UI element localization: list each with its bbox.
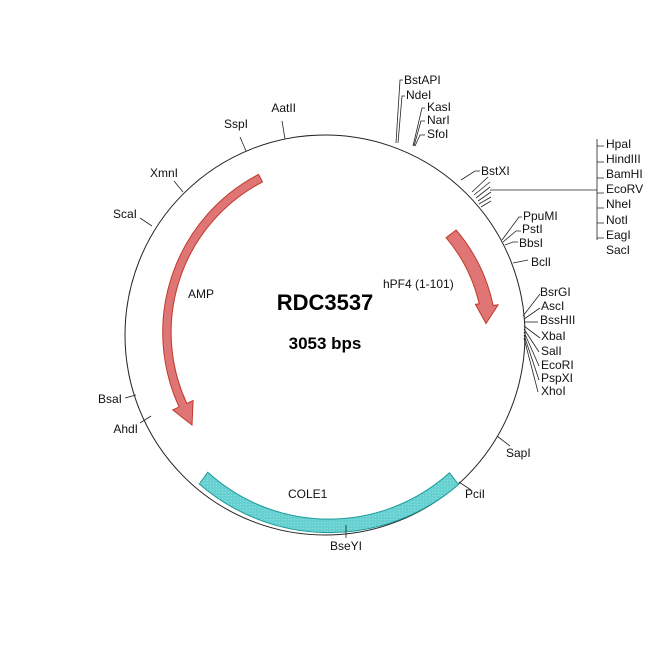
- site-leader: [523, 325, 541, 339]
- site-leader: [139, 415, 152, 424]
- site-leader: [458, 481, 472, 491]
- site-leader: [412, 107, 425, 147]
- site-group-mcs: HpaI HindIII BamHI EcoRV NheI NotI EagI …: [471, 137, 643, 257]
- site-leader: [239, 136, 247, 152]
- site-label-eagi: EagI: [606, 228, 631, 242]
- site-label-asci: AscI: [541, 299, 564, 313]
- site-leader: [473, 181, 491, 196]
- insert-arrow: [445, 229, 500, 325]
- site-leader: [460, 170, 480, 181]
- site-leader: [523, 307, 541, 320]
- site-label-bcli: BclI: [531, 255, 551, 269]
- site-leader: [597, 145, 604, 239]
- site-group-ahdi: AhdI: [113, 415, 152, 436]
- site-label-hpai: HpaI: [606, 137, 631, 151]
- site-label-scai: ScaI: [113, 207, 137, 221]
- site-leader: [523, 328, 540, 353]
- plasmid-size: 3053 bps: [289, 334, 362, 353]
- site-leader: [478, 196, 492, 205]
- site-leader: [504, 241, 518, 246]
- site-leader: [523, 334, 540, 381]
- site-leader: [395, 79, 403, 144]
- site-label-xmni: XmnI: [150, 166, 178, 180]
- site-group-pcii: PciI: [458, 481, 485, 501]
- cole1-label: COLE1: [288, 487, 328, 501]
- site-label-psti: PstI: [522, 222, 543, 236]
- site-group-xmni: XmnI: [150, 166, 184, 193]
- site-label-sapi: SapI: [506, 446, 531, 460]
- amp-label: AMP: [188, 287, 214, 301]
- site-label-nhei: NheI: [606, 197, 631, 211]
- site-label-pcii: PciI: [465, 487, 485, 501]
- site-leader: [501, 216, 522, 241]
- site-leader: [397, 95, 405, 144]
- site-label-bseyi: BseYI: [330, 539, 362, 553]
- site-group-sspi: SspI: [224, 117, 248, 152]
- site-leader: [414, 134, 425, 147]
- site-label-bstxi: BstXI: [481, 164, 510, 178]
- site-group-kasi: KasI NarI SfoI: [412, 100, 451, 147]
- site-label-bsrgi: BsrGI: [540, 285, 571, 299]
- site-leader: [413, 120, 425, 147]
- amp-feature: AMP: [162, 173, 264, 426]
- site-leader: [281, 120, 286, 140]
- site-label-xhoi: XhoI: [541, 384, 566, 398]
- insert-label: hPF4 (1-101): [383, 277, 454, 291]
- site-group-bseyi: BseYI: [330, 525, 362, 553]
- site-label-sspi: SspI: [224, 117, 248, 131]
- site-label-ppumi: PpuMI: [523, 209, 558, 223]
- amp-arrow: [162, 173, 264, 426]
- site-leader: [502, 230, 521, 243]
- site-label-ahdi: AhdI: [113, 422, 138, 436]
- site-group-sapi: SapI: [496, 435, 531, 460]
- site-label-nari: NarI: [427, 113, 450, 127]
- site-label-ndei: NdeI: [406, 88, 431, 102]
- site-label-bsai: BsaI: [98, 392, 122, 406]
- cole1-feature: COLE1: [198, 471, 460, 534]
- site-label-bstapi: BstAPI: [404, 73, 441, 87]
- site-label-ecorv: EcoRV: [606, 182, 643, 196]
- site-leader: [512, 259, 529, 264]
- site-label-hindiii: HindIII: [606, 152, 641, 166]
- site-label-sfoi: SfoI: [427, 127, 448, 141]
- site-label-saci: SacI: [606, 243, 630, 257]
- site-group-aatii: AatII: [271, 101, 296, 140]
- site-label-bamhi: BamHI: [606, 167, 643, 181]
- site-label-aatii: AatII: [271, 101, 296, 115]
- site-label-pspxi: PspXI: [541, 371, 573, 385]
- plasmid-name: RDC3537: [277, 290, 374, 315]
- site-label-bbsi: BbsI: [519, 236, 543, 250]
- site-label-bsshii: BssHII: [540, 313, 575, 327]
- site-group-scai: ScaI: [113, 207, 153, 227]
- site-leader: [522, 293, 541, 317]
- cole1-band: [198, 471, 460, 534]
- site-group-bstapi-ndei: BstAPI NdeI: [395, 73, 441, 144]
- site-leader: [475, 186, 491, 199]
- site-leader: [139, 217, 153, 227]
- site-label-ecori: EcoRI: [541, 358, 574, 372]
- site-leader: [480, 200, 492, 208]
- site-leader: [496, 435, 511, 447]
- site-leader: [523, 337, 539, 393]
- site-leader: [477, 191, 492, 202]
- site-leader: [471, 176, 489, 193]
- site-group-bcli: BclI: [512, 255, 551, 269]
- site-group-bsai: BsaI: [98, 392, 137, 406]
- site-label-sali: SalI: [541, 344, 562, 358]
- site-leader: [173, 180, 184, 193]
- site-group-ppumi: PpuMI PstI BbsI: [501, 209, 558, 250]
- site-leader: [523, 331, 540, 367]
- site-group-bstxi: BstXI: [460, 164, 510, 181]
- site-label-noti: NotI: [606, 213, 628, 227]
- insert-feature: hPF4 (1-101): [383, 229, 500, 325]
- site-label-kasi: KasI: [427, 100, 451, 114]
- site-label-xbai: XbaI: [541, 329, 566, 343]
- site-group-right: BsrGI AscI BssHII XbaI SalI EcoRI PspXI …: [522, 285, 575, 398]
- site-leader: [124, 394, 137, 399]
